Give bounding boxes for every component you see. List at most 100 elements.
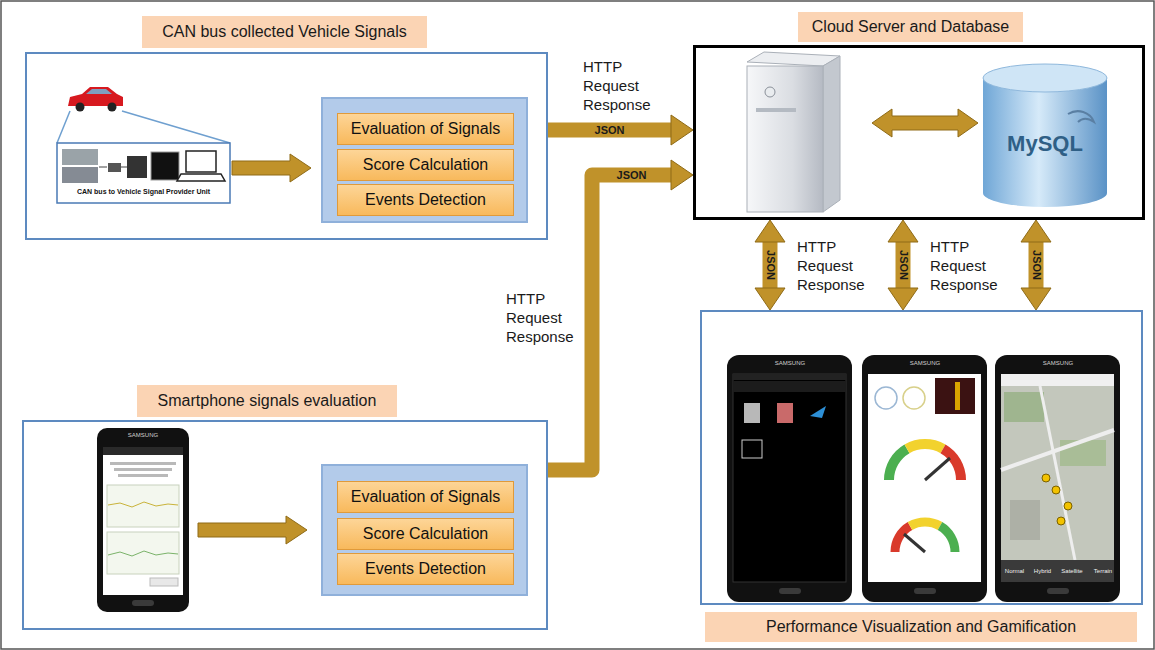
app-header: [733, 381, 846, 392]
flow-arrow: [198, 516, 307, 544]
smartphone-body: [995, 355, 1120, 602]
screen-text-line: [110, 462, 176, 465]
flow-arrow: [232, 154, 311, 182]
edge-label: JSON: [764, 248, 777, 282]
process-group-background: [322, 465, 527, 595]
zoom-line: [122, 111, 230, 143]
process-text: Score Calculation: [363, 156, 488, 174]
data-flow-arrow: [1029, 242, 1044, 288]
edge-label: JSON: [1030, 248, 1043, 282]
home-button: [132, 600, 154, 606]
gauge-arc: [889, 449, 907, 480]
database-bottom: [983, 179, 1107, 207]
panel-heading: Performance Visualization and Gamificati…: [705, 612, 1137, 642]
app-icon: [810, 406, 826, 418]
smartphone-body: [727, 355, 852, 602]
gauge-needle: [904, 534, 925, 552]
signal-trace: [108, 502, 178, 507]
process-group-background: [322, 98, 527, 222]
gauge-arc: [910, 522, 940, 526]
protocol-note: HTTP Request Response: [583, 58, 661, 114]
photo: [62, 167, 98, 183]
app-icon: [742, 440, 762, 458]
car-wheel: [108, 103, 117, 112]
smartphone-body: [97, 428, 189, 612]
database-top: [983, 64, 1107, 92]
data-flow-arrow: [763, 242, 778, 288]
event-marker: [1064, 502, 1072, 510]
photo: [62, 149, 98, 165]
map-button-bar: [1001, 560, 1114, 582]
app-header: [1001, 374, 1114, 386]
process-text: Events Detection: [365, 191, 486, 209]
wire: [99, 167, 107, 168]
smartphone-screen: [1001, 374, 1114, 582]
laptop-screen: [186, 151, 216, 172]
signal-trace: [108, 551, 178, 556]
status-bar: [103, 447, 183, 455]
smartphone-screen: [733, 374, 846, 582]
car-wheel: [76, 103, 85, 112]
process-box: Events Detection: [337, 553, 514, 585]
panel-heading: CAN bus collected Vehicle Signals: [142, 16, 427, 48]
app-icon: [777, 403, 793, 423]
signal-chart: [107, 485, 179, 527]
brand-name: SAMSUNG: [113, 432, 173, 438]
server-button: [765, 87, 775, 97]
gauge-arc: [907, 444, 943, 449]
server-slot: [756, 108, 796, 112]
process-box: Evaluation of Signals: [337, 481, 514, 513]
caption: CAN bus to Vehicle Signal Provider Unit: [60, 188, 227, 195]
map-button: Hybrid: [1029, 568, 1056, 574]
screen-button: [150, 578, 178, 586]
screen-text-line: [118, 474, 168, 477]
gauge-arc: [940, 526, 955, 552]
protocol-note: HTTP Request Response: [506, 290, 584, 346]
smartphone-screen: [868, 374, 981, 582]
map-park: [1004, 392, 1044, 422]
panel-heading: Cloud Server and Database: [798, 12, 1023, 42]
event-marker: [1042, 474, 1050, 482]
process-box: Evaluation of Signals: [337, 113, 514, 145]
gauge-arc: [943, 449, 961, 480]
status-bar: [733, 374, 846, 380]
map-button: Normal: [1001, 568, 1028, 574]
database-logo: MySQL: [985, 133, 1105, 155]
panel-box: Performance Visualization and Gamificati…: [700, 310, 1143, 605]
server-front: [747, 66, 823, 212]
protocol-note: HTTP Request Response: [930, 238, 1008, 294]
signal-chart: [107, 532, 179, 574]
panel-box: Smartphone signals evaluationEvaluation …: [22, 420, 548, 630]
edge-label: JSON: [615, 169, 649, 182]
map-road: [1001, 430, 1114, 470]
process-text: Events Detection: [365, 560, 486, 578]
score-tile: [935, 378, 975, 414]
data-flow-arrow: [896, 242, 911, 288]
laptop-base: [177, 174, 225, 181]
data-flow-arrow: [548, 123, 671, 138]
screen-text-line: [114, 468, 172, 471]
home-button: [779, 588, 801, 594]
display-unit: [151, 152, 179, 180]
process-box: Events Detection: [337, 184, 514, 216]
event-marker: [1052, 486, 1060, 494]
process-box: Score Calculation: [337, 518, 514, 550]
indicator-circle: [875, 387, 897, 409]
process-text: Evaluation of Signals: [351, 488, 500, 506]
dolphin-logo: [1068, 111, 1094, 122]
smartphone-screen: [103, 447, 183, 595]
panel-box: CAN bus collected Vehicle SignalsEvaluat…: [25, 52, 548, 240]
gauge-needle: [925, 458, 950, 480]
edge-label: JSON: [593, 124, 627, 137]
process-box: Score Calculation: [337, 149, 514, 181]
map-road: [1040, 386, 1075, 560]
map-park: [1060, 440, 1106, 466]
smartphone-body: [862, 355, 987, 602]
flow-arrow: [872, 109, 978, 137]
hardware-photo-frame: [57, 143, 230, 203]
map-button: Terrain: [1088, 568, 1118, 574]
event-marker: [1057, 517, 1065, 525]
